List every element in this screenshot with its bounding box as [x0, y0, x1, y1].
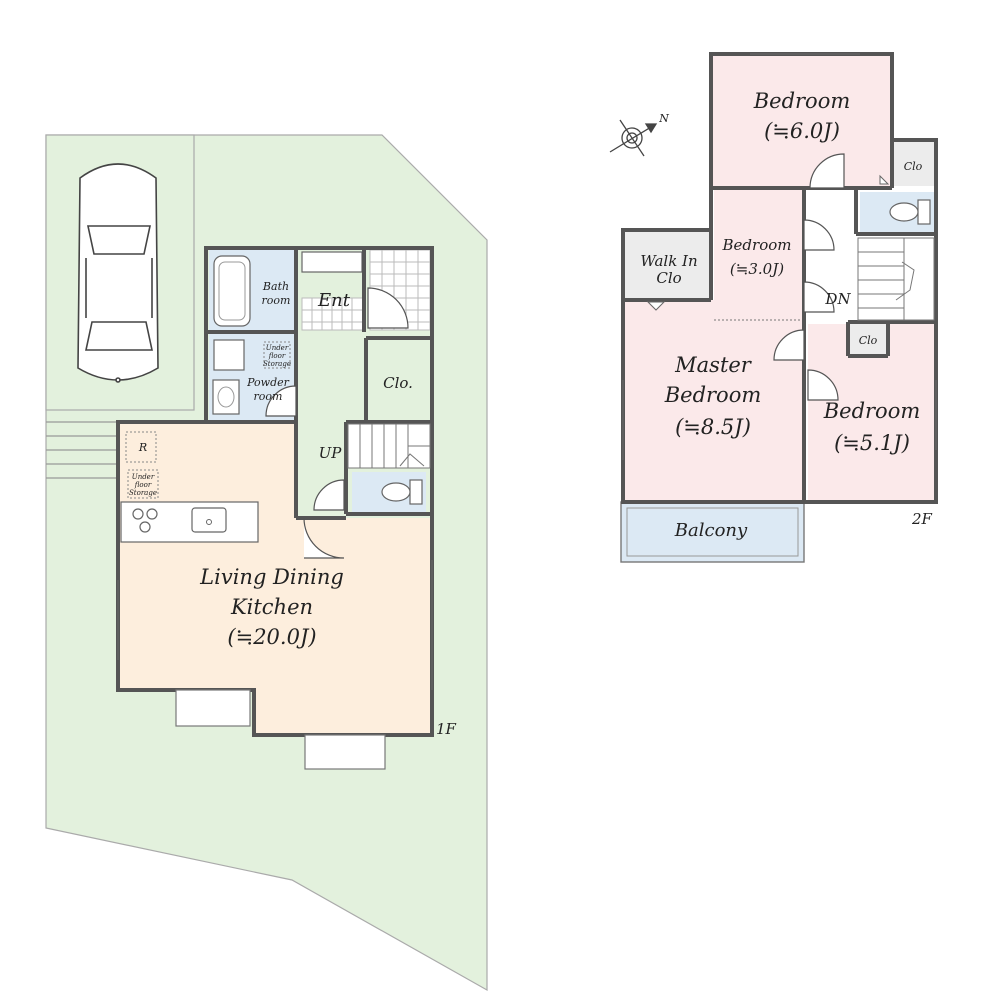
bedroom-c-label: Bedroom [823, 399, 921, 423]
door-ldk [303, 517, 345, 559]
walkin-closet-area [625, 232, 713, 298]
master-bedroom-line2: Bedroom [664, 383, 762, 407]
floor2-house [620, 52, 938, 563]
door-walkin [803, 281, 835, 313]
toilet-icon-2f [889, 199, 931, 225]
bedroom-b-size: (≒3.0J) [730, 260, 784, 278]
storage-box-1 [263, 341, 291, 369]
balcony-area [620, 501, 805, 563]
storage-1-line1: Under [266, 344, 289, 352]
stairs-down-label: DN [824, 290, 851, 308]
bedroom-b-area [714, 190, 802, 320]
ldk-label-line2: Kitchen [230, 595, 313, 619]
entrance-label: Ent [317, 290, 351, 311]
fridge-space [125, 431, 157, 463]
window-bay-2 [304, 734, 386, 770]
door-entrance [367, 287, 409, 329]
door-powder [265, 385, 297, 417]
powder-label-line2: room [254, 390, 283, 403]
storage-box-2 [127, 469, 159, 499]
walkin-closet-line2: Clo [656, 269, 681, 287]
balcony-label: Balcony [674, 520, 748, 541]
closet-label-1f: Clo. [383, 374, 413, 392]
storage-2-line1: Under [132, 473, 155, 481]
shoe-cabinet [301, 251, 363, 273]
door-bedroom-c [807, 369, 839, 401]
bath-label-line1: Bath [262, 280, 289, 293]
stove-icon [132, 508, 158, 533]
walkin-closet-line1: Walk In [640, 252, 697, 270]
clo-top-area [892, 142, 934, 186]
floor2-level-label: 2F [911, 510, 933, 528]
window-bay-1 [175, 689, 251, 727]
powder-label-line1: Powder [246, 376, 290, 389]
washing-machine [213, 339, 245, 371]
stairs-up-label: UP [319, 444, 343, 462]
ldk-area [118, 422, 430, 735]
compass-north-label: N [658, 112, 669, 125]
stairs-1f [347, 423, 431, 469]
kitchen-counter [120, 501, 259, 543]
bedroom-a-area [713, 56, 890, 186]
clo-small-area [848, 324, 888, 354]
compass-icon [609, 119, 658, 157]
entry-steps [46, 421, 116, 479]
ldk-size: (≒20.0J) [227, 625, 316, 649]
bedroom-c-size: (≒5.1J) [834, 431, 910, 455]
fridge-label: R [138, 441, 147, 454]
bath-label-line2: room [262, 294, 291, 307]
car-icon [77, 163, 159, 383]
toilet-icon [381, 479, 423, 505]
bedroom-b-label: Bedroom [722, 236, 792, 254]
floor1-level-label: 1F [436, 720, 457, 738]
bedroom-a-label: Bedroom [753, 89, 851, 113]
bathtub [213, 255, 251, 327]
floor1-house [116, 246, 434, 770]
clo-top-label: Clo [904, 160, 923, 173]
storage-2-line2: floor [134, 481, 152, 489]
door-hall [313, 479, 345, 511]
bedroom-a-size: (≒6.0J) [764, 119, 840, 143]
stairs-2f [857, 237, 935, 321]
door-bedroom-a [809, 153, 845, 189]
storage-2-line3: Storage [129, 489, 157, 497]
washbasin [212, 379, 240, 415]
master-bedroom-area [625, 300, 802, 500]
storage-1-line2: floor [268, 352, 286, 360]
door-master [773, 329, 805, 361]
ldk-label-line1: Living Dining [199, 565, 344, 589]
master-bedroom-line1: Master [674, 353, 753, 377]
storage-1-line3: Storage [263, 360, 291, 368]
clo-small-label: Clo [859, 334, 878, 347]
door-bedroom-b [803, 219, 835, 251]
master-bedroom-size: (≒8.5J) [675, 415, 751, 439]
